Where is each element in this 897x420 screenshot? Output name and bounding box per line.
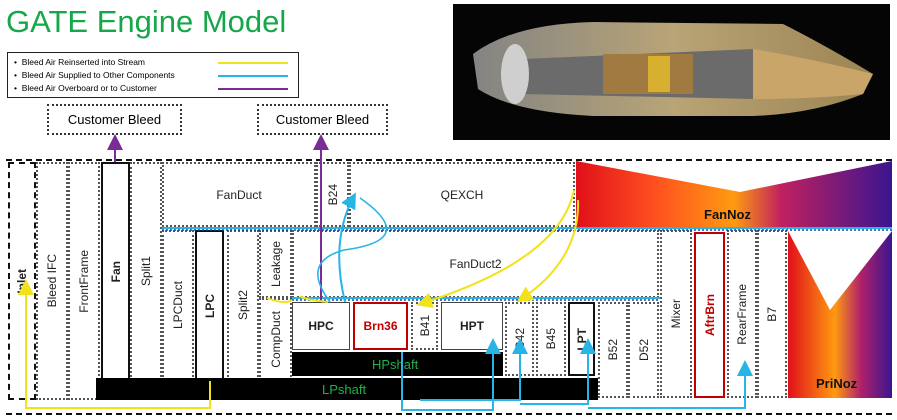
- legend-arrow-yellow: [218, 62, 288, 64]
- engine-illustration: [473, 22, 873, 116]
- b45-block: B45: [536, 302, 566, 376]
- lpshaft-label: LPshaft: [322, 382, 367, 397]
- hpt-block: HPT: [441, 302, 503, 350]
- hpt-label: HPT: [460, 319, 484, 333]
- legend-item-overboard: • Bleed Air Overboard or to Customer: [14, 83, 157, 93]
- b7-block: B7: [757, 230, 787, 398]
- hpshaft: [292, 352, 503, 376]
- qexch-label: QEXCH: [440, 187, 484, 202]
- legend-item-reinserted: • Bleed Air Reinserted into Stream: [14, 57, 146, 67]
- legend-label: Bleed Air Overboard or to Customer: [21, 83, 157, 93]
- fanduct2-label: FanDuct2: [449, 257, 502, 271]
- mixer-block: Mixer: [660, 230, 692, 398]
- fanduct-block: FanDuct: [162, 162, 316, 227]
- d52-block: D52: [628, 302, 659, 398]
- b52-block: B52: [598, 302, 628, 398]
- brn36-block: Brn36: [353, 302, 408, 350]
- legend-label: Bleed Air Supplied to Other Components: [21, 70, 175, 80]
- hpc-block: HPC: [292, 302, 350, 350]
- legend: • Bleed Air Reinserted into Stream • Ble…: [7, 52, 299, 98]
- frontframe-block: FrontFrame: [68, 162, 100, 400]
- prinoz-label: PriNoz: [816, 376, 858, 391]
- page-title: GATE Engine Model: [6, 4, 287, 39]
- legend-arrow-blue: [218, 75, 288, 77]
- legend-item-supplied: • Bleed Air Supplied to Other Components: [14, 70, 175, 80]
- engine-cutaway-image: [453, 4, 890, 140]
- lpshaft: [96, 378, 598, 400]
- fannoz-label: FanNoz: [704, 207, 751, 222]
- engine-boundary-bottom: [6, 413, 892, 415]
- fannoz-shape: [576, 161, 892, 227]
- inlet-block: Inlet: [8, 162, 36, 400]
- engine-boundary-top: [6, 159, 892, 161]
- hpshaft-label: HPshaft: [372, 357, 419, 372]
- fanduct-label: FanDuct: [216, 187, 262, 202]
- rearframe-block: RearFrame: [727, 230, 757, 398]
- customer-bleed-box-1: Customer Bleed: [47, 104, 182, 135]
- brn36-label: Brn36: [363, 319, 398, 333]
- bleed-ifc-block: Bleed IFC: [36, 162, 68, 400]
- legend-label: Bleed Air Reinserted into Stream: [21, 57, 146, 67]
- legend-arrow-purple: [218, 88, 288, 90]
- hpc-label: HPC: [308, 319, 334, 333]
- aftrbrn-block: AftrBrn: [694, 232, 725, 398]
- leakage-block: Leakage: [259, 230, 292, 298]
